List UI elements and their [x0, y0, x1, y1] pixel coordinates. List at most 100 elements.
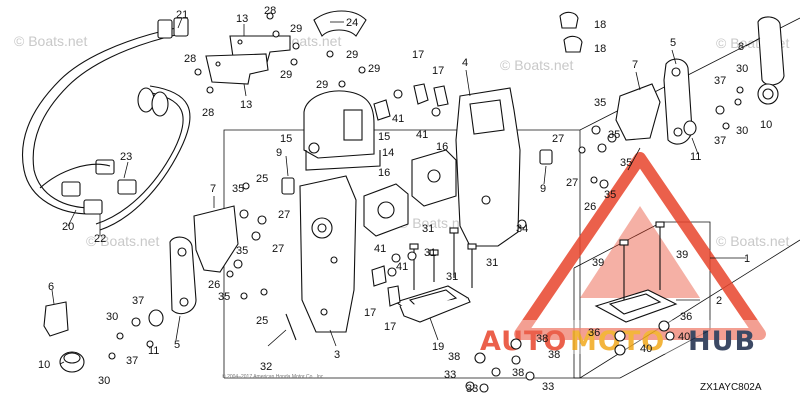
callout-17: 17 [364, 307, 376, 319]
callout-2: 2 [716, 295, 722, 307]
gasket-19 [394, 285, 471, 323]
callout-28: 28 [184, 53, 196, 65]
gear-plate-16 [363, 149, 457, 237]
callout-41: 41 [374, 243, 386, 255]
housing-4 [455, 87, 521, 247]
watermark-text: © Boats.net [14, 33, 87, 49]
callout-37: 37 [714, 75, 726, 87]
callout-9: 9 [276, 147, 282, 159]
callout-29: 29 [368, 63, 380, 75]
brand-watermark: AUTO MOTO HUB [478, 152, 794, 357]
cover-24 [313, 10, 367, 37]
callout-8: 8 [738, 41, 744, 53]
callout-15: 15 [280, 133, 292, 145]
upper-housing [303, 90, 381, 171]
callout-37: 37 [132, 295, 144, 307]
callout-34: 34 [516, 223, 528, 235]
callout-41: 41 [396, 261, 408, 273]
callout-35: 35 [236, 245, 248, 257]
callout-10: 10 [38, 359, 50, 371]
lever-right [615, 16, 785, 145]
callout-26: 26 [584, 201, 596, 213]
callout-33: 33 [542, 381, 554, 393]
callout-30: 30 [106, 311, 118, 323]
callout-6: 6 [48, 281, 54, 293]
watermark-text: © Boats.net [716, 233, 789, 249]
control-body-3 [299, 175, 357, 333]
callout-29: 29 [290, 23, 302, 35]
callout-27: 27 [278, 209, 290, 221]
callout-17: 17 [412, 49, 424, 61]
callout-28: 28 [202, 107, 214, 119]
callout-41: 41 [392, 113, 404, 125]
callout-16: 16 [378, 167, 390, 179]
callout-32: 32 [260, 361, 272, 373]
watermark-text: © Boats.net [398, 215, 471, 231]
callout-29: 29 [346, 49, 358, 61]
callout-31: 31 [422, 223, 434, 235]
callout-30: 30 [736, 125, 748, 137]
callout-18: 18 [594, 43, 606, 55]
callout-22: 22 [94, 233, 106, 245]
callout-13: 13 [240, 99, 252, 111]
callout-35: 35 [620, 157, 632, 169]
callout-1: 1 [744, 253, 750, 265]
callout-39: 39 [676, 249, 688, 261]
callout-33: 33 [444, 369, 456, 381]
callout-38: 38 [536, 333, 548, 345]
watermark-text: © Boats.net [500, 57, 573, 73]
callout-35: 35 [594, 97, 606, 109]
callout-31: 31 [424, 247, 436, 259]
callout-38: 38 [548, 349, 560, 361]
brackets-17 [371, 83, 449, 307]
callout-30: 30 [736, 63, 748, 75]
callout-35: 35 [608, 129, 620, 141]
callout-5: 5 [174, 339, 180, 351]
callout-11: 11 [148, 345, 159, 357]
callout-36: 36 [680, 311, 692, 323]
callout-7: 7 [632, 59, 638, 71]
callout-4: 4 [462, 57, 468, 69]
callout-25: 25 [256, 315, 268, 327]
callout-33: 33 [466, 383, 478, 395]
callout-38: 38 [512, 367, 524, 379]
diagram-code: ZX1AYC802A [700, 382, 762, 393]
lever-left [169, 205, 239, 315]
callout-27: 27 [272, 243, 284, 255]
callout-20: 20 [62, 221, 74, 233]
callout-17: 17 [432, 65, 444, 77]
callout-16: 16 [436, 141, 448, 153]
callout-37: 37 [126, 355, 138, 367]
brand-text-a: AUTO [480, 326, 567, 357]
callout-31: 31 [486, 257, 498, 269]
callout-23: 23 [120, 151, 132, 163]
knobs [43, 83, 779, 373]
callout-37: 37 [714, 135, 726, 147]
callout-27: 27 [566, 177, 578, 189]
callout-35: 35 [232, 183, 244, 195]
callout-27: 27 [552, 133, 564, 145]
callout-13: 13 [236, 13, 248, 25]
callouts: 1 2 3 4 5 5 6 7 7 8 9 9 10 10 11 11 13 1… [38, 5, 772, 395]
callout-29: 29 [316, 79, 328, 91]
callout-17: 17 [384, 321, 396, 333]
hardware [108, 12, 744, 393]
leader-lines [51, 17, 761, 365]
callout-7: 7 [210, 183, 216, 195]
wire-harness [21, 17, 191, 231]
callout-25: 25 [256, 173, 268, 185]
callout-38: 38 [448, 351, 460, 363]
copyright-note: © 2004–2017 American Honda Motor Co., In… [222, 373, 325, 380]
callout-36: 36 [588, 327, 600, 339]
spacers-9 [281, 149, 553, 195]
callout-15: 15 [378, 131, 390, 143]
callout-9: 9 [540, 183, 546, 195]
callout-35: 35 [218, 291, 230, 303]
callout-40: 40 [678, 331, 690, 343]
callout-26: 26 [208, 279, 220, 291]
brand-text-c: HUB [688, 326, 756, 357]
callout-35: 35 [604, 189, 616, 201]
clips-18 [559, 11, 583, 53]
callout-40: 40 [640, 343, 652, 355]
callout-19: 19 [432, 341, 444, 353]
